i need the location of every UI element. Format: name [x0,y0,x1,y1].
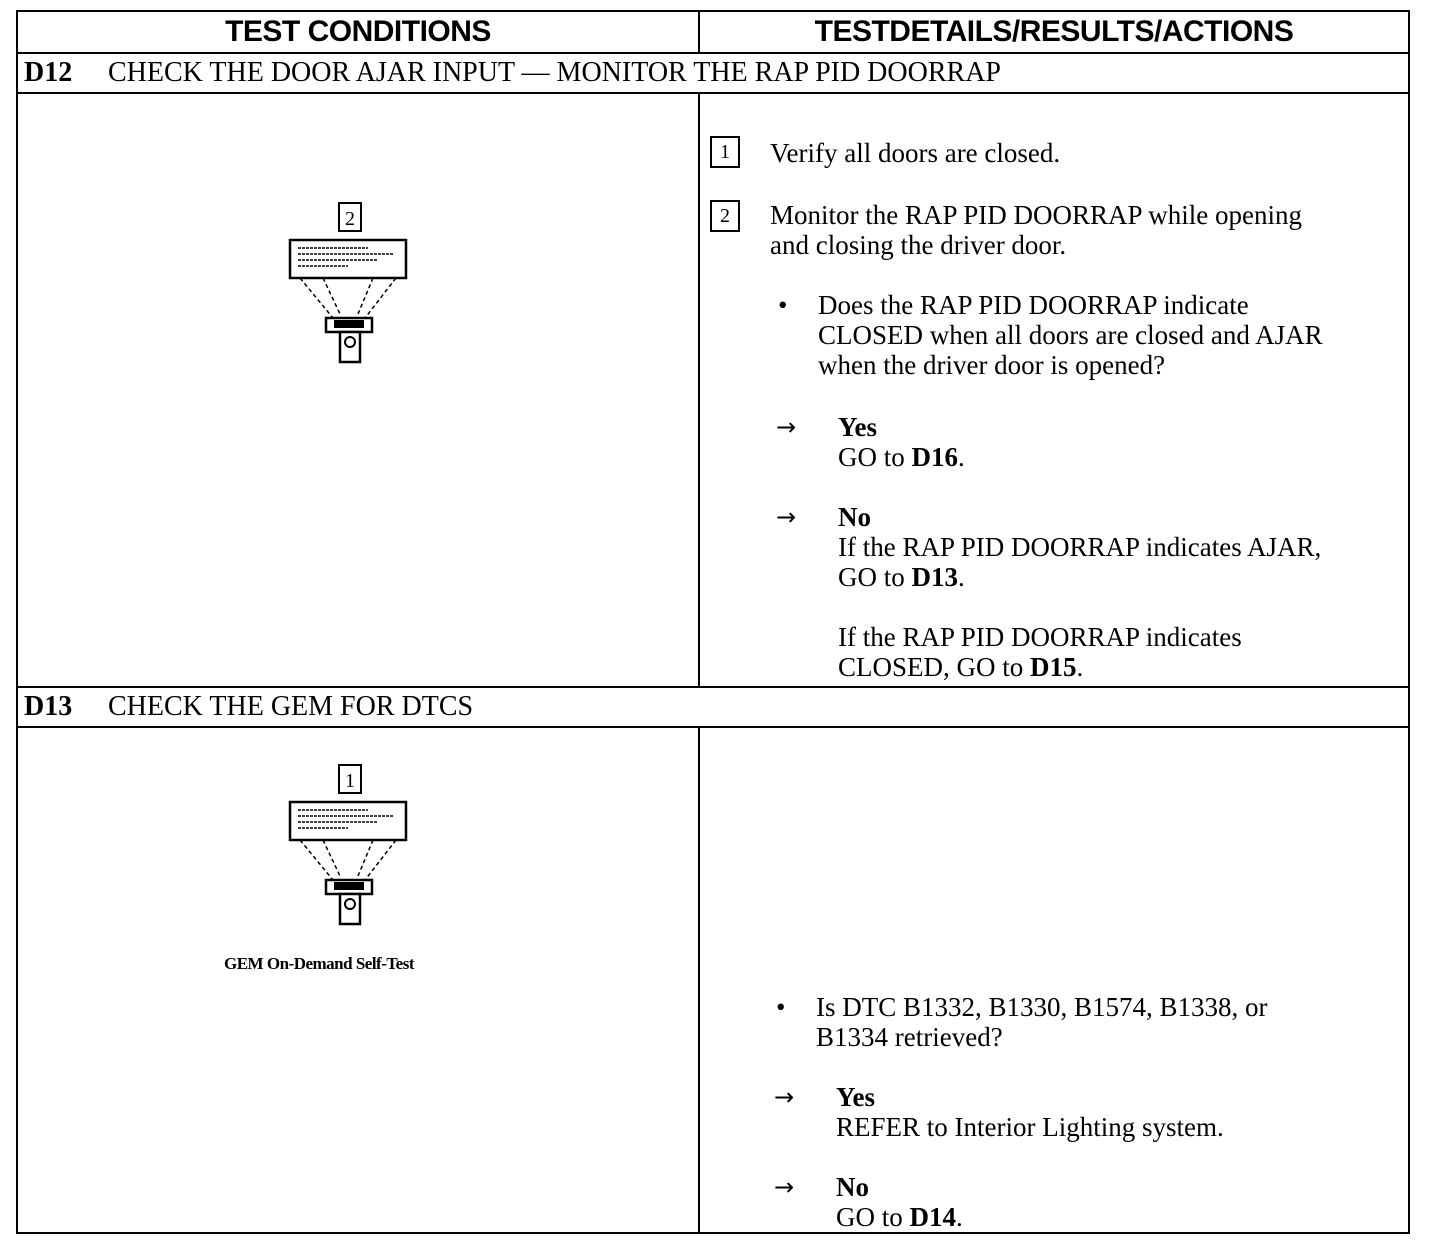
header-test-conditions: TEST CONDITIONS [16,10,700,54]
step-code: D13 [24,691,73,722]
yes-label: Yes [836,1082,875,1112]
step-title: CHECK THE DOOR AJAR INPUT — MONITOR THE … [108,57,1001,88]
question-text: Does the RAP PID DOORRAP indicate [818,290,1249,320]
no-result: If the RAP PID DOORRAP indicates [838,622,1242,652]
test-procedure-page: TEST CONDITIONS TESTDETAILS/RESULTS/ACTI… [16,10,1410,1238]
scan-tool-icon [288,800,408,926]
no-label: No [838,502,871,532]
question-text: B1334 retrieved? [816,1022,1003,1052]
d13-test-conditions: 1 GEM On-Demand Self-Test [16,726,700,1234]
step-number-box: 2 [710,200,740,232]
no-result: GO to D14. [836,1202,963,1232]
no-label: No [836,1172,869,1202]
d13-test-actions: • Is DTC B1332, B1330, B1574, B1338, or … [698,726,1410,1234]
figure-caption: GEM On-Demand Self-Test [224,954,415,973]
step-text: Verify all doors are closed. [770,138,1061,168]
arrow-right-icon: → [774,1173,795,1201]
step-title: CHECK THE GEM FOR DTCS [108,691,474,722]
header-test-details: TESTDETAILS/RESULTS/ACTIONS [698,10,1410,54]
yes-result: GO to D16. [838,442,965,472]
question-text: when the driver door is opened? [818,350,1166,380]
arrow-right-icon: → [774,1083,795,1111]
step-d13-title-row: D13 CHECK THE GEM FOR DTCS [16,686,1410,728]
bullet-icon: • [776,992,786,1022]
step-d12-title-row: D12 CHECK THE DOOR AJAR INPUT — MONITOR T… [16,52,1410,94]
arrow-right-icon: → [776,503,797,531]
scan-tool-icon [288,238,408,364]
no-result: If the RAP PID DOORRAP indicates AJAR, [838,532,1322,562]
no-result: CLOSED, GO to D15. [838,652,1084,682]
step-code: D12 [24,57,73,88]
no-result: GO to D13. [838,562,965,592]
step-text: and closing the driver door. [770,230,1067,260]
yes-label: Yes [838,412,877,442]
question-text: Is DTC B1332, B1330, B1574, B1338, or [816,992,1268,1022]
step-number-box: 1 [710,136,740,168]
bullet-icon: • [778,290,788,320]
question-text: CLOSED when all doors are closed and AJA… [818,320,1323,350]
test-table: TEST CONDITIONS TESTDETAILS/RESULTS/ACTI… [16,10,1410,1234]
arrow-right-icon: → [776,413,797,441]
d12-test-conditions: 2 [16,92,700,688]
figure-step-number: 1 [338,764,362,794]
yes-result: REFER to Interior Lighting system. [836,1112,1224,1142]
step-text: Monitor the RAP PID DOORRAP while openin… [770,200,1303,230]
figure-step-number: 2 [338,202,362,232]
d12-test-actions: 1 Verify all doors are closed. 2 Monitor… [698,92,1410,688]
